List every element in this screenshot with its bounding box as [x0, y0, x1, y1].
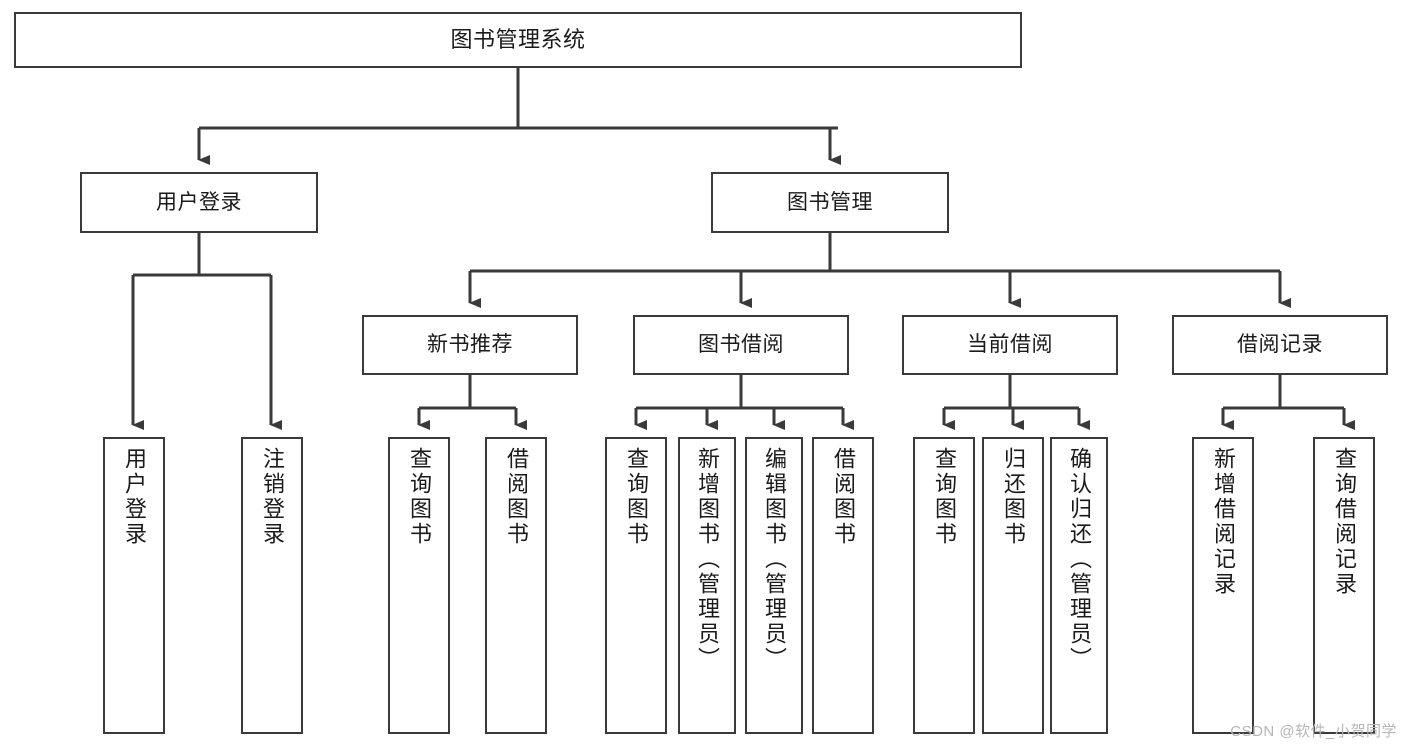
- node-label: 借阅图书: [504, 447, 529, 547]
- node-label: 查询借阅记录: [1332, 447, 1357, 597]
- node-root-system[interactable]: 图书管理系统: [14, 12, 1022, 68]
- node-leaf-user-login[interactable]: 用户登录: [103, 437, 165, 734]
- node-label: 查询图书: [624, 447, 649, 547]
- node-label: 查询图书: [932, 447, 957, 547]
- node-leaf-logout[interactable]: 注销登录: [241, 437, 303, 734]
- node-user-login[interactable]: 用户登录: [80, 172, 318, 233]
- node-leaf-borrow-book-2[interactable]: 借阅图书: [812, 437, 874, 734]
- node-book-manage[interactable]: 图书管理: [711, 172, 949, 233]
- node-leaf-add-book[interactable]: 新增图书（管理员）: [678, 437, 736, 734]
- node-label: 借阅图书: [831, 447, 856, 547]
- node-leaf-edit-book[interactable]: 编辑图书（管理员）: [745, 437, 803, 734]
- node-label: 用户登录: [156, 190, 242, 214]
- node-label: 新增图书（管理员）: [695, 447, 720, 672]
- node-label: 新增借阅记录: [1211, 447, 1236, 597]
- node-current-borrow[interactable]: 当前借阅: [902, 315, 1118, 375]
- node-label: 图书管理: [787, 190, 873, 214]
- node-book-borrow[interactable]: 图书借阅: [633, 315, 849, 375]
- node-label: 查询图书: [407, 447, 432, 547]
- node-label: 用户登录: [122, 447, 147, 547]
- node-leaf-query-book-2[interactable]: 查询图书: [605, 437, 667, 734]
- node-leaf-query-record[interactable]: 查询借阅记录: [1313, 437, 1375, 734]
- node-leaf-add-record[interactable]: 新增借阅记录: [1192, 437, 1254, 734]
- node-label: 借阅记录: [1237, 333, 1323, 357]
- node-label: 图书借阅: [698, 333, 784, 357]
- node-label: 归还图书: [1001, 447, 1026, 547]
- node-new-book-rec[interactable]: 新书推荐: [362, 315, 578, 375]
- node-label: 当前借阅: [967, 333, 1053, 357]
- node-label: 图书管理系统: [450, 26, 586, 52]
- node-leaf-query-book-3[interactable]: 查询图书: [913, 437, 975, 734]
- node-leaf-return-book[interactable]: 归还图书: [982, 437, 1044, 734]
- node-borrow-record[interactable]: 借阅记录: [1172, 315, 1388, 375]
- node-label: 编辑图书（管理员）: [762, 447, 787, 672]
- node-leaf-borrow-book-1[interactable]: 借阅图书: [485, 437, 547, 734]
- node-leaf-query-book-1[interactable]: 查询图书: [388, 437, 450, 734]
- node-label: 确认归还（管理员）: [1067, 447, 1092, 672]
- node-label: 注销登录: [260, 447, 285, 547]
- node-label: 新书推荐: [427, 333, 513, 357]
- node-leaf-confirm-return[interactable]: 确认归还（管理员）: [1050, 437, 1108, 734]
